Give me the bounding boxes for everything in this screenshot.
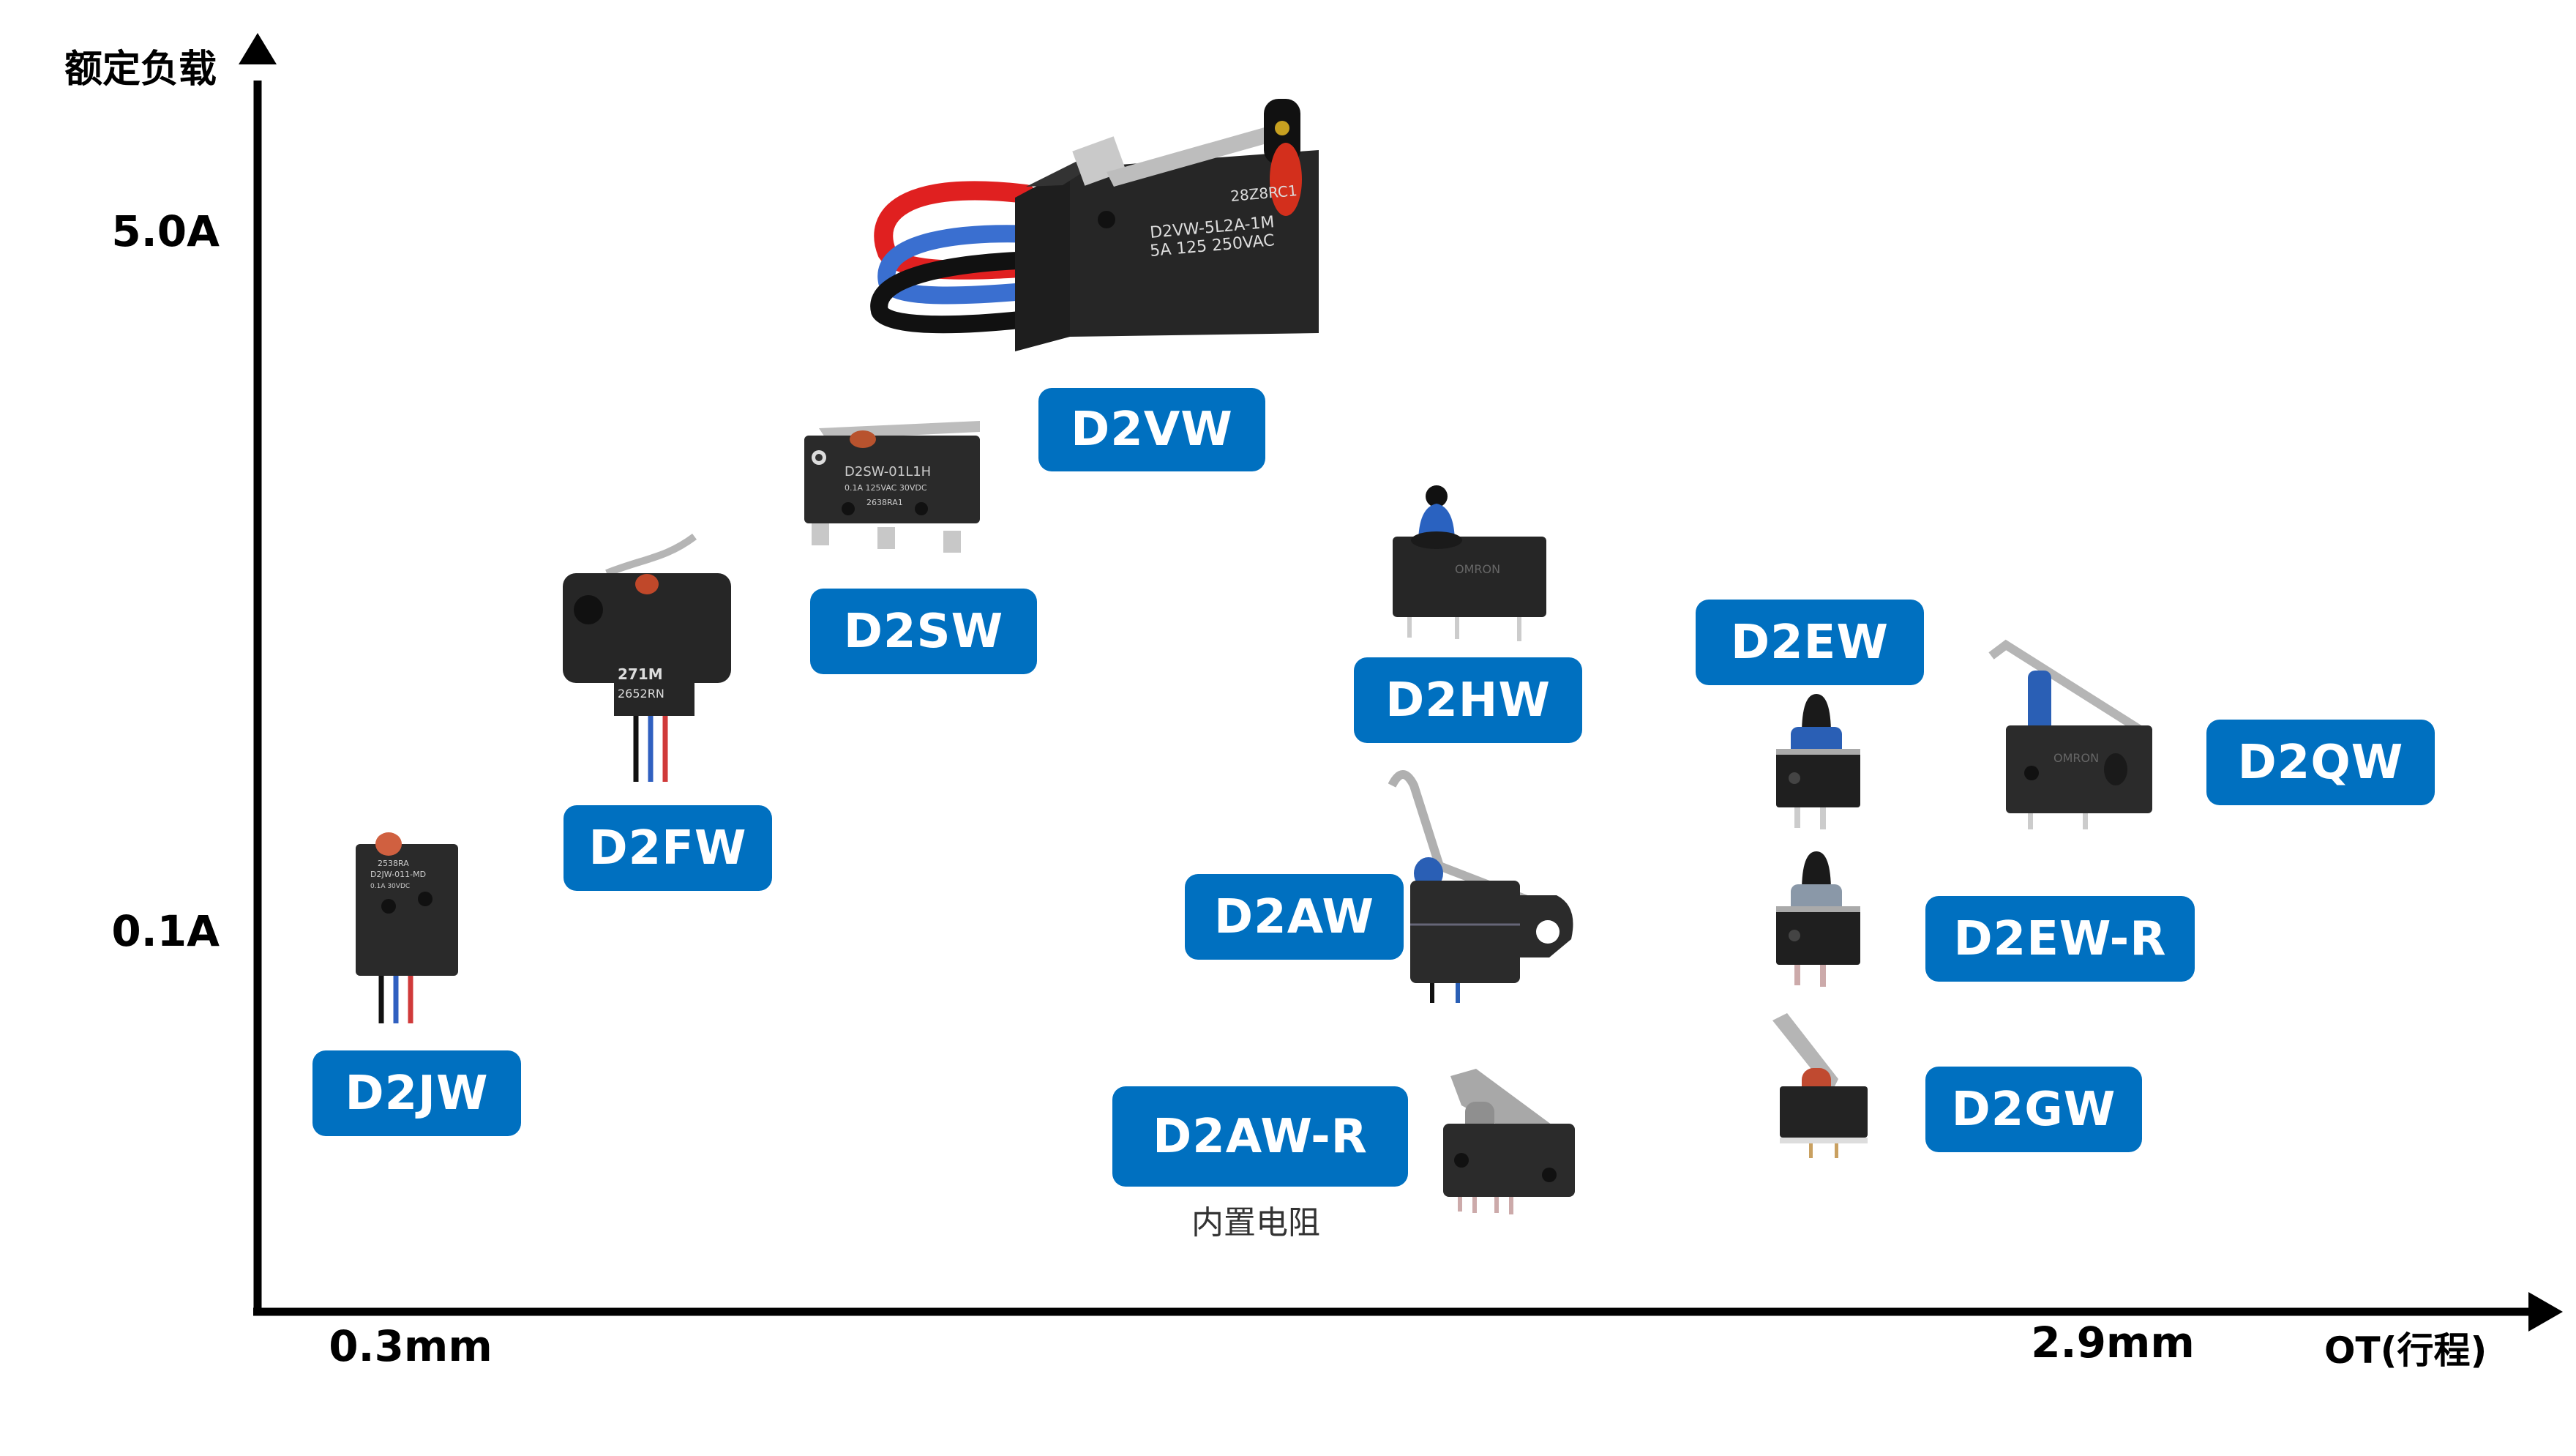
- product-image-d2aw-r: [1439, 1065, 1581, 1217]
- product-image-d2sw: D2SW-01L1H 0.1A 125VAC 30VDC 2638RA1: [797, 406, 995, 572]
- badge-d2ew[interactable]: D2EW: [1696, 600, 1924, 685]
- badge-d2vw[interactable]: D2VW: [1038, 388, 1265, 471]
- x-tick-0-3mm: 0.3mm: [329, 1321, 493, 1371]
- d2aw-r-note: 内置电阻: [1191, 1204, 1320, 1242]
- x-axis-title: OT(行程): [2324, 1329, 2487, 1372]
- d2fw-print-1: 2652RN: [618, 687, 664, 701]
- badge-d2jw[interactable]: D2JW: [312, 1050, 521, 1136]
- product-image-d2jw: 2538RA D2JW-011-MD 0.1A 30VDC: [348, 822, 465, 1028]
- d2jw-print-2: 0.1A 30VDC: [370, 883, 410, 890]
- y-axis-title: 额定负载: [64, 48, 217, 92]
- product-image-d2aw: [1388, 756, 1590, 1003]
- d2jw-print-1: D2JW-011-MD: [370, 870, 426, 879]
- badge-d2fw[interactable]: D2FW: [564, 805, 772, 891]
- d2sw-print-1: 0.1A 125VAC 30VDC: [845, 483, 927, 493]
- d2qw-print-0: OMRON: [2053, 751, 2099, 765]
- d2jw-print-0: 2538RA: [378, 859, 409, 868]
- product-image-d2qw: OMRON: [1988, 638, 2165, 830]
- y-axis-arrow: [239, 33, 277, 64]
- y-tick-0-1A: 0.1A: [111, 906, 220, 956]
- x-tick-2-9mm: 2.9mm: [2031, 1318, 2195, 1367]
- d2hw-print-0: OMRON: [1455, 562, 1500, 576]
- x-axis-arrow: [2528, 1292, 2563, 1332]
- badge-d2gw[interactable]: D2GW: [1925, 1067, 2142, 1152]
- d2sw-print-0: D2SW-01L1H: [845, 464, 931, 479]
- product-image-d2hw: OMRON: [1385, 482, 1553, 641]
- badge-d2sw[interactable]: D2SW: [810, 589, 1037, 674]
- badge-d2aw-r[interactable]: D2AW-R: [1112, 1086, 1408, 1187]
- badge-d2hw[interactable]: D2HW: [1354, 657, 1582, 743]
- badge-d2qw[interactable]: D2QW: [2206, 720, 2435, 805]
- d2fw-print-0: 271M: [618, 665, 663, 683]
- product-image-d2vw: D2VW-5L2A-1M 5A 125 250VAC 28Z8RC1: [858, 99, 1333, 355]
- product-image-d2ew: [1761, 690, 1865, 830]
- badge-d2ew-r[interactable]: D2EW-R: [1925, 896, 2195, 982]
- y-tick-5A: 5.0A: [111, 206, 220, 256]
- product-image-d2gw: [1761, 1006, 1878, 1159]
- product-image-d2fw: 271M 2652RN: [555, 529, 748, 789]
- d2sw-print-2: 2638RA1: [866, 498, 903, 507]
- badge-d2aw[interactable]: D2AW: [1185, 874, 1404, 960]
- product-image-d2ew-r: [1761, 848, 1870, 988]
